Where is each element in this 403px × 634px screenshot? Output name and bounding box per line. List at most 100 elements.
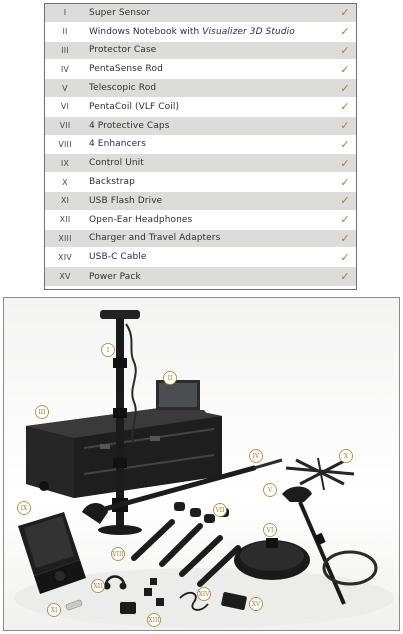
- callout-label: I: [107, 347, 110, 354]
- item-label-part: PentaCoil (VLF Coil): [89, 101, 180, 112]
- item-number: XV: [59, 272, 71, 282]
- power-pack: [221, 592, 247, 610]
- checklist-row: VI PentaCoil (VLF Coil) ✓: [45, 97, 356, 117]
- item-label-part: Charger and Travel Adapters: [89, 233, 221, 244]
- callout-circle: [263, 523, 277, 537]
- item-number: IV: [60, 64, 70, 74]
- checkmark-icon: ✓: [340, 213, 350, 227]
- control-unit: [18, 512, 86, 594]
- checkmark-icon: ✓: [340, 81, 350, 95]
- item-number: V: [62, 83, 68, 93]
- callout-circle: [147, 613, 161, 627]
- checkmark-icon: ✓: [340, 250, 350, 264]
- headphones: [103, 575, 127, 590]
- item-number: X: [62, 177, 68, 187]
- checklist-row: XII Open-Ear Headphones ✓: [45, 210, 356, 230]
- checkmark-icon: ✓: [340, 43, 350, 57]
- item-label: 4 Protective Caps: [85, 121, 334, 131]
- item-label: Open-Ear Headphones: [85, 215, 334, 225]
- enhancers: [131, 519, 241, 587]
- callout-label: XV: [252, 601, 261, 608]
- callout-label: X: [344, 453, 349, 460]
- coil-ring: [322, 550, 378, 586]
- callout-circle: [47, 603, 61, 617]
- item-label: Windows Notebook with Visualizer 3D Stud…: [85, 27, 334, 37]
- item-label: Super Sensor: [85, 8, 334, 18]
- notebook: [152, 380, 210, 420]
- item-label-part: Windows Notebook with: [89, 26, 203, 37]
- backstrap: [285, 457, 355, 491]
- item-label: Power Pack: [85, 272, 334, 282]
- pentasense-rod: [82, 458, 283, 524]
- item-number: IX: [60, 158, 70, 168]
- item-number: I: [63, 8, 67, 18]
- item-number: XII: [59, 215, 71, 225]
- item-label-part: Protector Case: [89, 45, 157, 56]
- callout-label: V: [267, 487, 273, 494]
- callout-circle: [249, 597, 263, 611]
- callout-label: II: [168, 375, 173, 382]
- callout-circle: [213, 503, 227, 517]
- callout-circle: [339, 449, 353, 463]
- item-number: II: [62, 27, 68, 37]
- item-label-part: Control Unit: [89, 158, 144, 169]
- item-number: VII: [59, 121, 71, 131]
- item-label-part: Backstrap: [89, 177, 135, 188]
- callout-label: XII: [93, 583, 103, 590]
- item-label: PentaSense Rod: [85, 64, 334, 74]
- callout-circle: [91, 579, 105, 593]
- item-label: Control Unit: [85, 158, 334, 168]
- item-label: Protector Case: [85, 45, 334, 55]
- checklist-row: I Super Sensor ✓: [45, 4, 356, 23]
- callout-label: IX: [21, 505, 28, 512]
- item-label-part: 4 Protective Caps: [89, 120, 170, 131]
- checklist-row: II Windows Notebook with Visualizer 3D St…: [45, 22, 356, 42]
- callout-circle: [197, 587, 211, 601]
- item-label: 4 Enhancers: [85, 139, 334, 149]
- callout-label: VII: [214, 507, 225, 514]
- item-label: Charger and Travel Adapters: [85, 233, 334, 243]
- item-label-part: USB Flash Drive: [89, 195, 163, 206]
- checkmark-icon: ✓: [340, 100, 350, 114]
- callout-label: VI: [266, 527, 274, 534]
- item-label: USB-C Cable: [85, 252, 334, 262]
- item-number: VIII: [58, 139, 72, 149]
- callout-circle: [111, 547, 125, 561]
- callout-circle: [249, 449, 263, 463]
- checklist-row: IX Control Unit ✓: [45, 154, 356, 174]
- checklist-row: VIII 4 Enhancers ✓: [45, 135, 356, 155]
- item-label-part: Power Pack: [89, 271, 141, 282]
- telescopic-rod: [282, 486, 346, 605]
- checkmark-icon: ✓: [340, 270, 350, 284]
- callout-label: XIV: [199, 591, 211, 598]
- item-label-part: Open-Ear Headphones: [89, 214, 193, 225]
- checklist-row: XV Power Pack ✓: [45, 267, 356, 286]
- item-label-part: 4 Enhancers: [89, 139, 146, 150]
- usb-flash-drive: [65, 599, 83, 611]
- callout-label: III: [38, 409, 46, 416]
- item-number: VI: [60, 102, 70, 112]
- checkmark-icon: ✓: [340, 194, 350, 208]
- callout-label: VIII: [111, 551, 124, 558]
- checkmark-icon: ✓: [340, 62, 350, 76]
- checkmark-icon: ✓: [340, 137, 350, 151]
- scope-of-delivery-table: I Super Sensor ✓ II Windows Notebook with Vi…: [44, 3, 357, 290]
- item-label-part: Visualizer 3D Studio: [202, 26, 295, 37]
- callout-circle: [17, 501, 31, 515]
- item-label: USB Flash Drive: [85, 196, 334, 206]
- checkmark-icon: ✓: [340, 156, 350, 170]
- checkmark-icon: ✓: [340, 6, 350, 20]
- pentacoil: [234, 538, 310, 580]
- checklist-row: IV PentaSense Rod ✓: [45, 60, 356, 80]
- callout-label: IV: [253, 453, 260, 460]
